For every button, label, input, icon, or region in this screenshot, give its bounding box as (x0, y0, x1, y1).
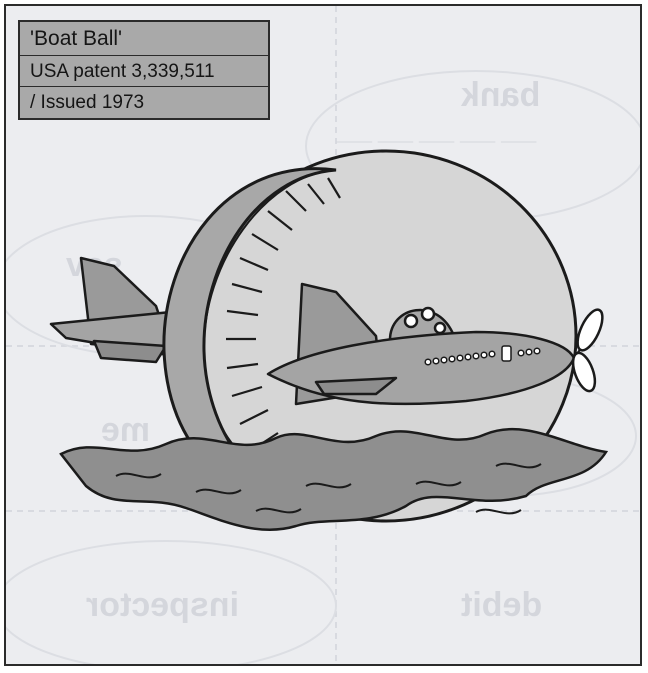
propeller (571, 308, 604, 393)
illustration-frame: bank ⸻ ⸻ ⸻ ⸻ ⸻ loan sav me loss debit in… (4, 4, 642, 666)
caption-patent: USA patent 3,339,511 (20, 56, 268, 87)
front-hull (266, 282, 604, 406)
hull-windows (424, 345, 541, 366)
water (59, 427, 609, 531)
caption-box: 'Boat Ball' USA patent 3,339,511 / Issue… (18, 20, 270, 120)
caption-issued: / Issued 1973 (30, 92, 145, 113)
caption-title: 'Boat Ball' (20, 22, 268, 56)
rear-hull (49, 256, 176, 364)
sphere (162, 149, 578, 523)
boat-ball-illustration (6, 6, 640, 664)
